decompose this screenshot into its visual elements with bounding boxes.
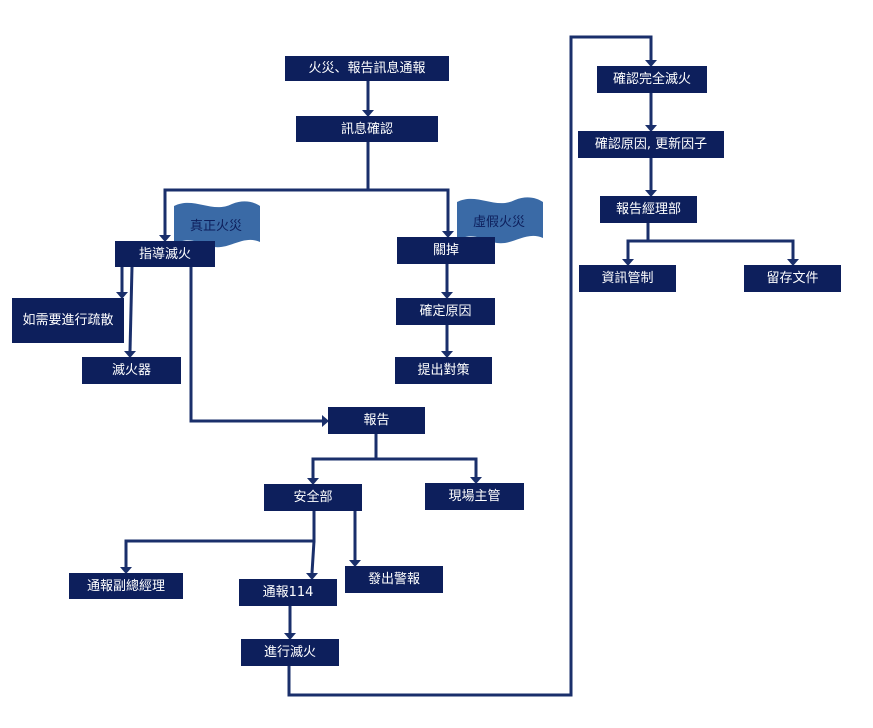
edge-to-safety-dept (311, 457, 376, 478)
edge-to-site-supervisor (376, 457, 478, 477)
edge-to-info-control (626, 239, 648, 259)
edge-safety-to-114-arrowhead (306, 573, 318, 580)
info-control-node: 資訊管制 (579, 265, 676, 292)
edge-to-turn-off (368, 188, 450, 231)
edge-fire-report-to-confirm-arrowhead (362, 110, 374, 117)
edge-to-keep-records (648, 239, 795, 259)
turn-off-node: 關掉 (397, 237, 495, 264)
safety-dept-node: 安全部 (264, 484, 362, 511)
edge-to-info-control-arrowhead (622, 259, 634, 266)
edge-to-direct-firefighting (163, 188, 368, 235)
countermeasure-node: 提出對策 (395, 357, 492, 384)
edge-turn-off-to-cause-arrowhead (441, 292, 453, 299)
edge-to-evacuate-arrowhead (116, 292, 128, 299)
edge-safety-to-alarm-arrowhead (349, 560, 361, 567)
confirm-message-node: 訊息確認 (296, 116, 438, 142)
real-fire-flag-label: 真正火災 (189, 218, 242, 234)
edge-extinguish-to-confirm-extinguished (287, 35, 653, 697)
edge-cause-to-countermeasure-arrowhead (441, 351, 453, 358)
report-node: 報告 (328, 407, 425, 434)
direct-firefighting-node: 指導滅火 (115, 241, 215, 267)
report-gm-node: 報告經理部 (600, 196, 697, 223)
edge-to-extinguisher (128, 266, 134, 352)
real-fire-flag-shape (174, 201, 260, 248)
edge-cause-to-report-gm-arrowhead (645, 190, 657, 197)
edge-to-keep-records-arrowhead (787, 259, 799, 266)
edge-confirm-extinguished-to-cause-arrowhead (645, 125, 657, 132)
confirm-extinguished-node: 確認完全滅火 (597, 66, 707, 93)
issue-alarm-node: 發出警報 (345, 566, 443, 593)
edge-to-direct-firefighting-arrowhead (159, 235, 171, 242)
edge-safety-to-vp-arrowhead (120, 567, 132, 574)
edge-safety-to-114 (310, 540, 316, 574)
edge-114-to-extinguish-arrowhead (284, 633, 296, 640)
fire-report-node: 火災、報告訊息通報 (285, 56, 449, 81)
keep-records-node: 留存文件 (744, 265, 841, 292)
confirm-cause-node: 確定原因 (396, 298, 495, 325)
edge-direct-to-report-arrowhead (322, 415, 329, 427)
extinguisher-node: 滅火器 (82, 357, 181, 384)
evacuate-node: 如需要進行疏散 (12, 298, 124, 343)
extinguish-node: 進行滅火 (241, 639, 339, 666)
edge-to-turn-off-arrowhead (442, 231, 454, 238)
edge-to-safety-dept-arrowhead (307, 478, 319, 485)
notify-vp-node: 通報副總經理 (69, 573, 183, 599)
edge-safety-to-vp (124, 511, 316, 567)
confirm-cause-update-node: 確認原因, 更新因子 (578, 131, 724, 158)
false-fire-flag-label: 虛假火災 (472, 214, 525, 230)
edge-to-extinguisher-arrowhead (124, 351, 136, 358)
edge-direct-to-report (189, 267, 322, 423)
call-114-node: 通報114 (239, 579, 337, 606)
false-fire-flag-shape (457, 197, 543, 244)
site-supervisor-node: 現場主管 (425, 483, 524, 510)
edge-to-site-supervisor-arrowhead (470, 477, 482, 484)
edge-extinguish-to-confirm-extinguished-arrowhead (645, 60, 657, 67)
